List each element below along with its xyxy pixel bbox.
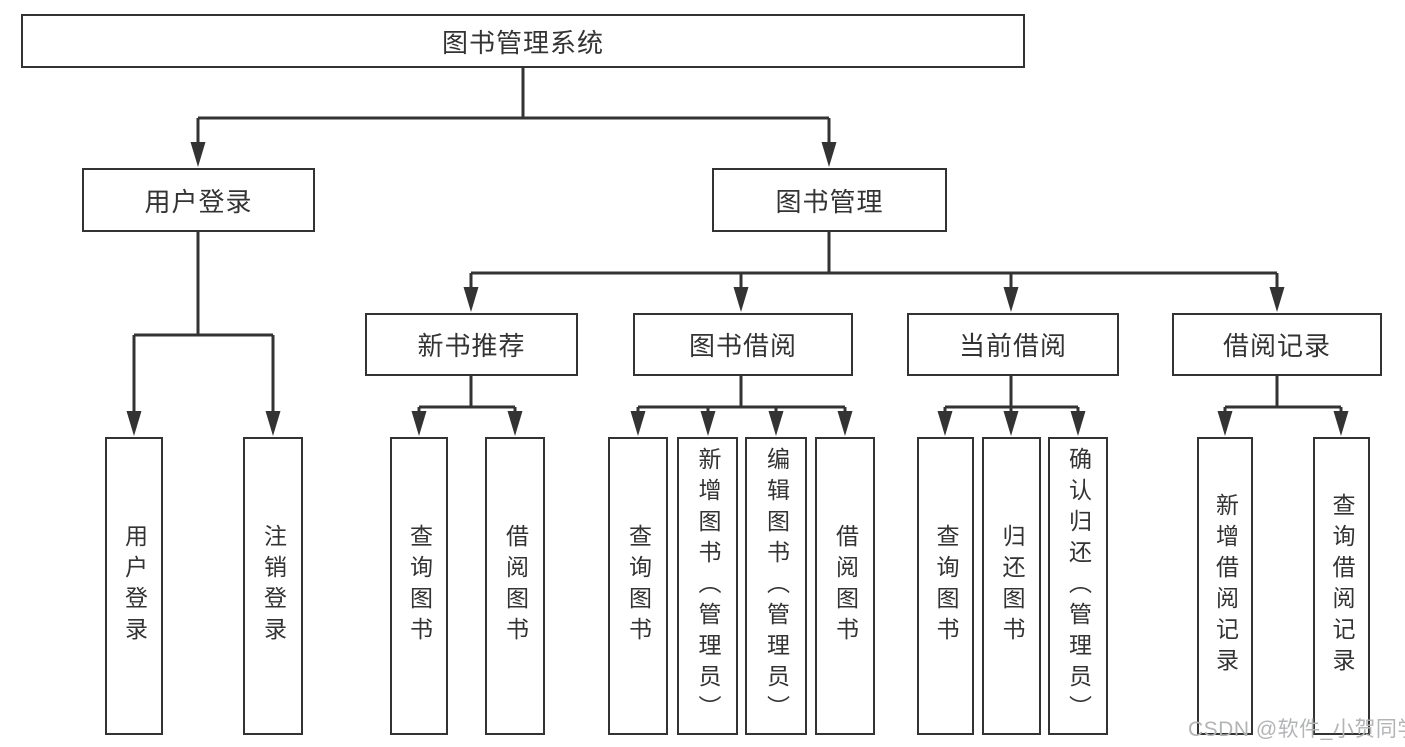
- arrowhead-icon: [700, 411, 716, 436]
- arrowhead-icon: [190, 142, 206, 167]
- leaf-logout-login-label: 注销登录: [260, 524, 287, 648]
- leaf-confirm-return: 确认归还（管理员）: [1048, 437, 1108, 735]
- connector-root-to-level2: [190, 68, 837, 167]
- arrowhead-icon: [1333, 411, 1349, 436]
- leaf-add-book-label: 新增图书（管理员）: [695, 446, 721, 726]
- leaf-return-book: 归还图书: [982, 437, 1041, 735]
- leaf-query-book-b-label: 查询图书: [625, 524, 652, 648]
- leaf-query-book-c: 查询图书: [917, 437, 974, 735]
- leaf-confirm-return-label: 确认归还（管理员）: [1065, 446, 1092, 726]
- arrowhead-icon: [821, 142, 837, 167]
- arrowhead-icon: [1003, 411, 1019, 436]
- arrowhead-icon: [733, 287, 749, 312]
- leaf-query-book-c-label: 查询图书: [933, 524, 959, 648]
- node-book-mgmt: 图书管理: [712, 168, 947, 232]
- node-user-login: 用户登录: [82, 168, 315, 232]
- arrowhead-icon: [507, 411, 523, 436]
- node-book-borrow-label: 图书借阅: [688, 331, 797, 361]
- leaf-add-borrow-record-label: 新增借阅记录: [1212, 493, 1239, 679]
- node-new-book-rec-label: 新书推荐: [417, 331, 526, 361]
- connector-book-mgmt-children: [463, 232, 1285, 312]
- arrowhead-icon: [463, 287, 479, 312]
- node-user-login-label: 用户登录: [144, 186, 253, 217]
- connector-user-login-children: [126, 232, 281, 436]
- leaf-borrow-book-a: 借阅图书: [485, 437, 545, 735]
- leaf-query-book-a-label: 查询图书: [406, 524, 433, 648]
- arrowhead-icon: [265, 411, 281, 436]
- leaf-add-borrow-record: 新增借阅记录: [1197, 437, 1253, 735]
- leaf-logout-login: 注销登录: [243, 437, 303, 735]
- node-root-label: 图书管理系统: [441, 27, 604, 58]
- arrowhead-icon: [837, 411, 853, 436]
- node-borrow-record: 借阅记录: [1172, 313, 1382, 376]
- arrowhead-icon: [1003, 287, 1019, 312]
- connector-new-book-rec-children: [411, 376, 523, 436]
- arrowhead-icon: [1217, 411, 1233, 436]
- arrowhead-icon: [411, 411, 427, 436]
- leaf-return-book-label: 归还图书: [999, 524, 1025, 648]
- connector-borrow-record-children: [1217, 376, 1349, 436]
- node-new-book-rec: 新书推荐: [365, 313, 578, 376]
- arrowhead-icon: [937, 411, 953, 436]
- leaf-edit-book: 编辑图书（管理员）: [745, 437, 807, 735]
- leaf-borrow-book-a-label: 借阅图书: [502, 524, 529, 648]
- leaf-user-login-label: 用户登录: [121, 524, 148, 648]
- node-borrow-record-label: 借阅记录: [1222, 331, 1331, 361]
- arrowhead-icon: [768, 411, 784, 436]
- leaf-query-book-b: 查询图书: [608, 437, 668, 735]
- arrowhead-icon: [630, 411, 646, 436]
- leaf-user-login: 用户登录: [105, 437, 163, 735]
- csdn-watermark: CSDN @软件_小贺同学: [1188, 718, 1405, 741]
- connector-current-borrow-children: [937, 376, 1086, 436]
- leaf-add-book: 新增图书（管理员）: [677, 437, 738, 735]
- arrowhead-icon: [1269, 287, 1285, 312]
- arrowhead-icon: [1070, 411, 1086, 436]
- leaf-borrow-book-b-label: 借阅图书: [832, 524, 859, 648]
- arrowhead-icon: [126, 411, 142, 436]
- node-book-borrow: 图书借阅: [633, 313, 853, 376]
- node-current-borrow: 当前借阅: [907, 313, 1119, 376]
- leaf-query-borrow-record-label: 查询借阅记录: [1329, 493, 1355, 679]
- leaf-query-borrow-record: 查询借阅记录: [1313, 437, 1370, 735]
- node-root: 图书管理系统: [21, 14, 1025, 68]
- node-book-mgmt-label: 图书管理: [775, 186, 884, 217]
- node-current-borrow-label: 当前借阅: [958, 331, 1067, 361]
- leaf-edit-book-label: 编辑图书（管理员）: [763, 446, 790, 726]
- connector-book-borrow-children: [630, 376, 853, 436]
- leaf-borrow-book-b: 借阅图书: [815, 437, 875, 735]
- leaf-query-book-a: 查询图书: [390, 437, 448, 735]
